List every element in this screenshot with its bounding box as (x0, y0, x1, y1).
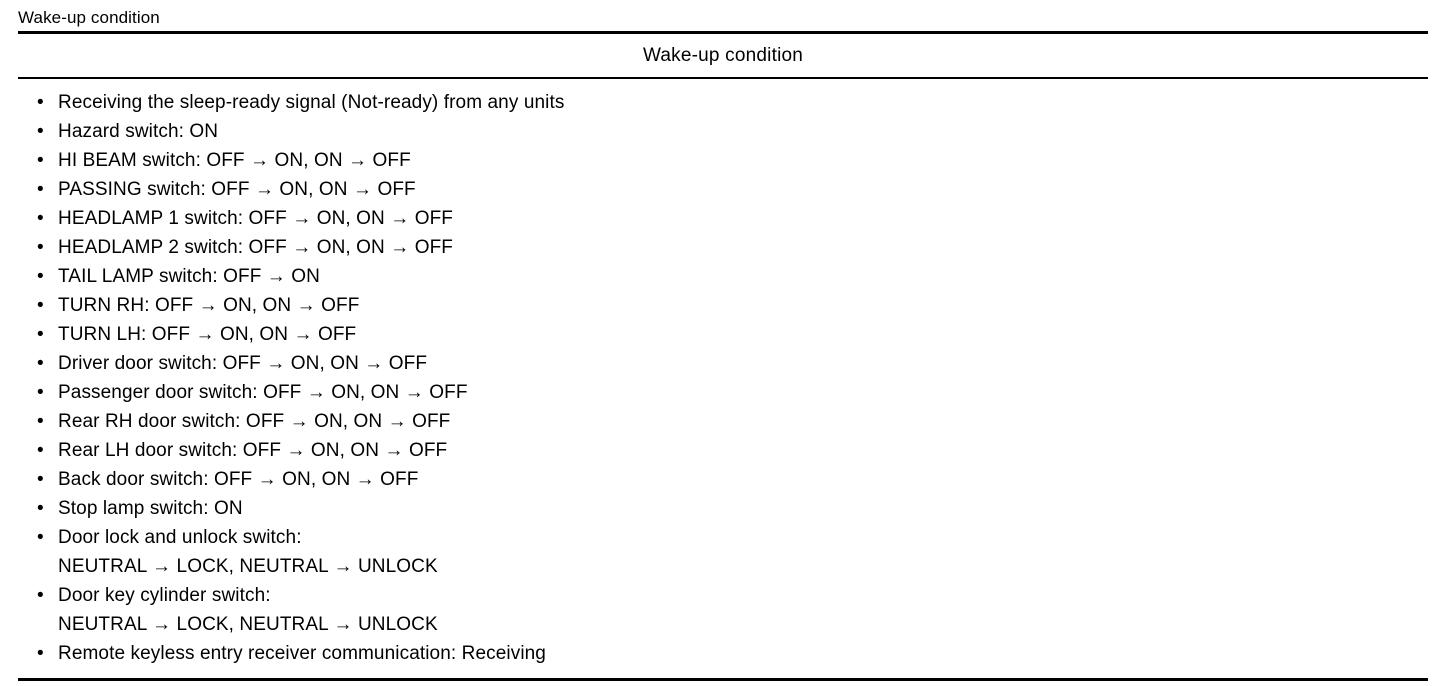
list-item-text: HEADLAMP 1 switch: OFF → ON, ON → OFF (58, 208, 454, 229)
bullet-icon: • (37, 411, 44, 432)
list-item: • HI BEAM switch: OFF → ON, ON → OFF (18, 146, 1428, 175)
list-item-text: Hazard switch: ON (58, 121, 219, 142)
list-item: • Door key cylinder switch: NEUTRAL → LOCK… (18, 581, 1428, 639)
list-item-text: Driver door switch: OFF → ON, ON → OFF (58, 353, 428, 374)
bullet-icon: • (37, 150, 44, 171)
list-item-text: Rear RH door switch: OFF → ON, ON → OFF (58, 411, 451, 432)
list-item-text: TURN LH: OFF → ON, ON → OFF (58, 324, 357, 345)
page-title: Wake-up condition (18, 8, 160, 27)
bullet-icon: • (37, 121, 44, 142)
list-item: • Door lock and unlock switch: NEUTRAL → L… (18, 523, 1428, 581)
list-item: • Hazard switch: ON (18, 117, 1428, 146)
bullet-icon: • (37, 585, 44, 606)
table-body: • Receiving the sleep-ready signal (Not-r… (18, 79, 1428, 678)
bullet-icon: • (37, 179, 44, 200)
list-item: • TAIL LAMP switch: OFF → ON (18, 262, 1428, 291)
list-item: • Receiving the sleep-ready signal (Not-r… (18, 88, 1428, 117)
bullet-icon: • (37, 324, 44, 345)
list-item-text: TURN RH: OFF → ON, ON → OFF (58, 295, 360, 316)
list-item: • TURN RH: OFF → ON, ON → OFF (18, 291, 1428, 320)
column-header-wake-up-condition: Wake-up condition (642, 44, 804, 66)
bullet-icon: • (37, 527, 44, 548)
bullet-icon: • (37, 353, 44, 374)
list-item-text: Passenger door switch: OFF → ON, ON → OF… (58, 382, 468, 403)
bullet-icon: • (37, 643, 44, 664)
bullet-icon: • (37, 92, 44, 113)
list-item: • TURN LH: OFF → ON, ON → OFF (18, 320, 1428, 349)
list-item-text: PASSING switch: OFF → ON, ON → OFF (58, 179, 416, 200)
list-item-text: Back door switch: OFF → ON, ON → OFF (58, 469, 419, 490)
bullet-icon: • (37, 266, 44, 287)
bullet-icon: • (37, 382, 44, 403)
table-header-row: Wake-up condition (18, 34, 1428, 79)
list-item: • Rear RH door switch: OFF → ON, ON → OFF (18, 407, 1428, 436)
list-item-text: Rear LH door switch: OFF → ON, ON → OFF (58, 440, 448, 461)
list-item: • Driver door switch: OFF → ON, ON → OFF (18, 349, 1428, 378)
bullet-icon: • (37, 469, 44, 490)
list-item-text: Receiving the sleep-ready signal (Not-re… (58, 92, 565, 113)
list-item: • Passenger door switch: OFF → ON, ON → O… (18, 378, 1428, 407)
bullet-icon: • (37, 295, 44, 316)
list-item: • Remote keyless entry receiver communica… (18, 639, 1428, 668)
wake-up-condition-table: Wake-up condition • Receiving the sleep-r… (18, 31, 1428, 681)
list-item-text: Stop lamp switch: ON (58, 498, 243, 519)
list-item-continuation-text: NEUTRAL → LOCK, NEUTRAL → UNLOCK (58, 556, 438, 577)
bullet-icon: • (37, 208, 44, 229)
bullet-icon: • (37, 498, 44, 519)
list-item-text: HEADLAMP 2 switch: OFF → ON, ON → OFF (58, 237, 454, 258)
list-item-text: Door lock and unlock switch: (58, 527, 302, 548)
list-item: • PASSING switch: OFF → ON, ON → OFF (18, 175, 1428, 204)
list-item-continuation-text: NEUTRAL → LOCK, NEUTRAL → UNLOCK (58, 614, 438, 635)
list-item-text: HI BEAM switch: OFF → ON, ON → OFF (58, 150, 411, 171)
list-item-text: Door key cylinder switch: (58, 585, 271, 606)
list-item: • HEADLAMP 1 switch: OFF → ON, ON → OFF (18, 204, 1428, 233)
list-item: • Stop lamp switch: ON (18, 494, 1428, 523)
list-item: • Rear LH door switch: OFF → ON, ON → OFF (18, 436, 1428, 465)
list-item-text: Remote keyless entry receiver communicat… (58, 643, 546, 664)
list-item-text: TAIL LAMP switch: OFF → ON (58, 266, 320, 287)
wake-up-condition-list: • Receiving the sleep-ready signal (Not-r… (18, 88, 1428, 668)
bullet-icon: • (37, 237, 44, 258)
list-item: • Back door switch: OFF → ON, ON → OFF (18, 465, 1428, 494)
bullet-icon: • (37, 440, 44, 461)
list-item: • HEADLAMP 2 switch: OFF → ON, ON → OFF (18, 233, 1428, 262)
